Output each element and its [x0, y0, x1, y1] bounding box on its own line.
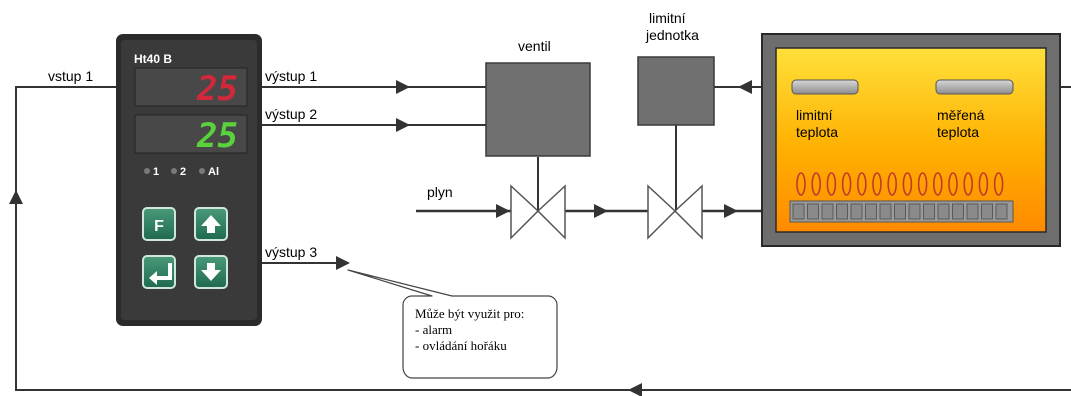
burner-cell — [865, 203, 877, 220]
label-limit-temp-2: teplota — [796, 124, 838, 140]
output-3-arrow — [336, 256, 350, 270]
burner-cell — [821, 203, 834, 220]
arrow-up-icon — [201, 215, 221, 233]
input-up-arrow — [9, 190, 23, 204]
burner-cell — [879, 203, 892, 220]
f-button[interactable]: F — [142, 207, 176, 241]
flame — [978, 172, 989, 196]
enter-button[interactable] — [142, 255, 176, 289]
feedback-arrow — [628, 383, 642, 396]
burner-cells — [792, 203, 1008, 220]
arrow-down-icon — [201, 263, 221, 281]
burner-cell — [807, 203, 819, 220]
burner-cell — [894, 203, 906, 220]
burner-cell — [923, 203, 935, 220]
burner-cell — [995, 203, 1008, 220]
output-1-arrow — [396, 80, 410, 94]
burner-cell — [981, 203, 993, 220]
display-bottom-value: 25 — [196, 116, 238, 156]
controller-unit: Ht40 B 25 25 1 2 Al F — [116, 34, 262, 326]
label-measured-temp-2: teplota — [937, 124, 979, 140]
led-1-label: 1 — [153, 166, 159, 178]
gas-arrow-2 — [594, 204, 608, 218]
down-button[interactable] — [194, 255, 228, 289]
callout-line-3: - ovládání hořáku — [415, 338, 507, 353]
label-input-1: vstup 1 — [48, 68, 93, 84]
flame — [993, 172, 1004, 196]
callout-line-2: - alarm — [415, 322, 452, 337]
label-output-2: výstup 2 — [265, 106, 317, 122]
up-button[interactable] — [194, 207, 228, 241]
gas-arrow-1 — [496, 204, 510, 218]
flame — [856, 172, 867, 196]
label-valve: ventil — [518, 38, 551, 54]
enter-icon — [149, 263, 172, 285]
label-measured-temp-1: měřená — [937, 107, 985, 123]
label-limit-unit-2: jednotka — [645, 27, 699, 43]
label-output-1: výstup 1 — [265, 68, 317, 84]
burner-cell — [850, 203, 863, 220]
flame — [917, 172, 928, 196]
label-gas: plyn — [427, 184, 453, 200]
callout-line-1: Může být využit pro: — [415, 306, 524, 321]
flame — [948, 172, 958, 196]
callout-bubble: Může být využit pro: - alarm - ovládání … — [347, 269, 558, 379]
controller-model: Ht40 B — [134, 52, 172, 66]
flame — [887, 172, 898, 196]
flame — [932, 172, 943, 196]
flame — [872, 172, 882, 196]
label-limit-temp-1: limitní — [796, 107, 833, 123]
display-bottom — [134, 114, 248, 154]
burner-cell — [908, 203, 921, 220]
flame — [841, 172, 852, 196]
f-button-label: F — [154, 218, 164, 235]
limit-unit-box — [637, 56, 715, 126]
limit-probe — [791, 79, 859, 95]
valve-actuator — [485, 62, 591, 157]
gas-valve-2 — [647, 184, 703, 240]
burner-cell — [792, 203, 805, 220]
label-limit-unit-1: limitní — [649, 10, 686, 26]
display-top-value: 25 — [196, 69, 238, 109]
led-2-indicator — [171, 168, 177, 174]
flame — [796, 172, 806, 196]
display-top — [134, 67, 248, 107]
flame — [811, 172, 822, 196]
gas-valve-1 — [510, 184, 566, 240]
burner-cell — [966, 203, 979, 220]
led-al-label: Al — [208, 166, 219, 178]
burner-cell — [836, 203, 848, 220]
burner-flames — [796, 172, 1004, 196]
burner-cell — [952, 203, 964, 220]
label-output-3: výstup 3 — [265, 244, 317, 260]
led-1-indicator — [144, 168, 150, 174]
led-al-indicator — [199, 168, 205, 174]
flame — [826, 172, 837, 196]
furnace — [761, 33, 1061, 247]
burner-cell — [937, 203, 950, 220]
measured-probe — [935, 79, 1014, 95]
probe-signal-arrow — [738, 80, 752, 94]
gas-arrow-3 — [724, 204, 738, 218]
flame — [902, 172, 913, 196]
input-line — [15, 86, 1071, 391]
output-2-arrow — [396, 118, 410, 132]
led-2-label: 2 — [180, 166, 186, 178]
flame — [963, 172, 974, 196]
